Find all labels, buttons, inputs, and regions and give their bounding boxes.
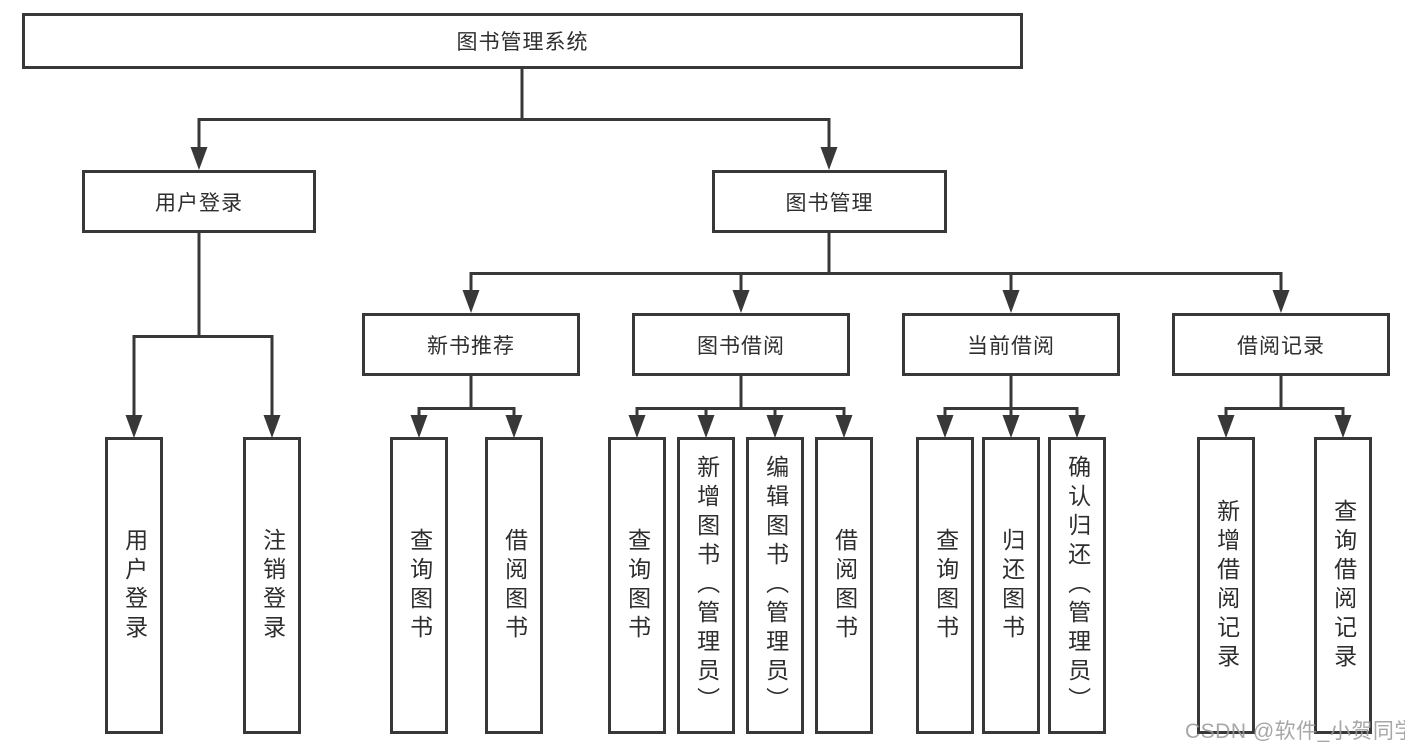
node-label: 归还图书 <box>998 527 1025 644</box>
node-label: 图书管理系统 <box>456 31 589 54</box>
node-label: 借阅图书 <box>831 527 858 644</box>
node-borrowing-records: 借阅记录 <box>1172 313 1390 376</box>
leaf-add-book-admin: 新增图书（管理员） <box>677 437 735 734</box>
leaf-borrow-books: 借阅图书 <box>815 437 873 734</box>
node-label: 查询借阅记录 <box>1330 498 1357 673</box>
node-book-management: 图书管理 <box>712 170 947 233</box>
leaf-return-books: 归还图书 <box>982 437 1040 734</box>
leaf-add-borrow-record: 新增借阅记录 <box>1197 437 1255 734</box>
node-label: 新增图书（管理员） <box>693 455 720 716</box>
node-library-management-system: 图书管理系统 <box>22 13 1023 69</box>
node-label: 查询图书 <box>624 527 651 644</box>
leaf-query-books-recommend: 查询图书 <box>390 437 448 734</box>
leaf-query-books-borrow: 查询图书 <box>608 437 666 734</box>
node-label: 图书管理 <box>785 191 874 215</box>
leaf-user-login: 用户登录 <box>105 437 163 734</box>
leaf-query-borrow-record: 查询借阅记录 <box>1314 437 1372 734</box>
leaf-query-books-current: 查询图书 <box>916 437 974 734</box>
node-label: 借阅记录 <box>1237 334 1325 358</box>
node-label: 查询图书 <box>406 527 433 644</box>
node-label: 用户登录 <box>155 191 243 215</box>
node-label: 用户登录 <box>121 527 148 644</box>
leaf-borrow-books-recommend: 借阅图书 <box>485 437 543 734</box>
node-current-borrowing: 当前借阅 <box>902 313 1120 376</box>
leaf-logout: 注销登录 <box>243 437 301 734</box>
node-label: 编辑图书（管理员） <box>762 455 789 716</box>
watermark: CSDN @软件_小贺同学 <box>1185 720 1405 743</box>
node-user-login: 用户登录 <box>82 170 316 233</box>
node-label: 图书借阅 <box>697 334 785 358</box>
leaf-edit-book-admin: 编辑图书（管理员） <box>746 437 804 734</box>
node-label: 查询图书 <box>932 527 959 644</box>
leaf-confirm-return-admin: 确认归还（管理员） <box>1048 437 1106 734</box>
node-label: 确认归还（管理员） <box>1064 455 1091 716</box>
node-label: 新增借阅记录 <box>1213 498 1240 673</box>
node-label: 新书推荐 <box>427 334 515 358</box>
arrowheads <box>125 147 1352 438</box>
node-label: 注销登录 <box>259 527 286 644</box>
node-new-book-recommend: 新书推荐 <box>362 313 580 376</box>
node-label: 当前借阅 <box>967 334 1055 358</box>
node-book-borrowing: 图书借阅 <box>632 313 850 376</box>
node-label: 借阅图书 <box>501 527 528 644</box>
